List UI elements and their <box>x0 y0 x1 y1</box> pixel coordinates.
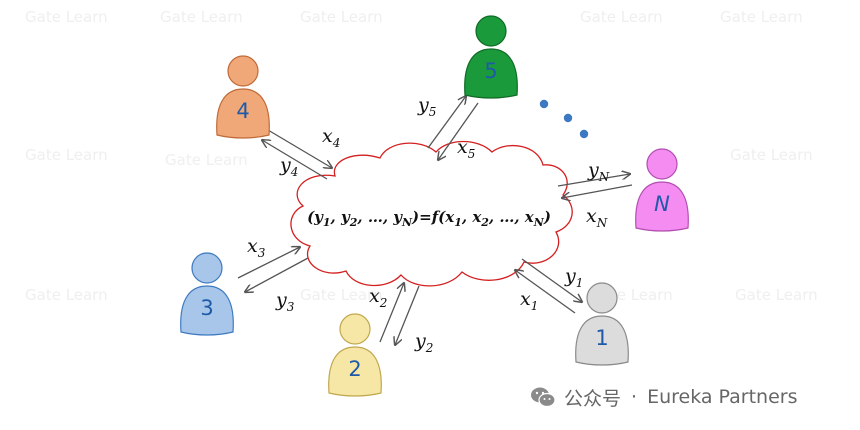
watermark-text: Gate Learn <box>300 286 383 304</box>
wechat-icon <box>531 387 556 408</box>
label-y5: y5 <box>417 94 436 119</box>
person-label: 5 <box>484 59 497 83</box>
formula-part: N <box>401 216 413 229</box>
footer-account: Eureka Partners <box>647 386 798 408</box>
person-label: N <box>654 192 670 216</box>
arrow-yN <box>557 174 630 187</box>
arrow-x3 <box>237 247 300 279</box>
watermark-text: Gate Learn <box>720 8 803 26</box>
person-2: 2 <box>328 313 382 397</box>
footer-channel: 公众号 <box>564 387 622 410</box>
cloud-formula: (y1, y2, …, yN)=f(x1, x2, …, xN) <box>307 208 551 229</box>
formula-part: (x <box>438 208 455 226</box>
participants-layer: 4 5N 3 2 1 <box>180 15 689 397</box>
person-head <box>586 282 618 314</box>
watermark-text: Gate Learn <box>160 8 243 26</box>
ellipsis-dot <box>579 129 589 139</box>
formula-part: (y <box>307 208 324 226</box>
label-x5: x5 <box>457 136 475 161</box>
arrow-y1 <box>521 258 582 302</box>
person-head <box>191 252 223 284</box>
label-xn: xN <box>586 205 608 230</box>
formula-part: , …, y <box>356 208 403 226</box>
arrow-xN <box>562 184 633 198</box>
formula-part: ) <box>543 208 551 226</box>
arrow-y3 <box>245 257 309 292</box>
watermark-text: Gate Learn <box>300 8 383 26</box>
formula-part: , x <box>461 208 482 226</box>
watermark-text: Gate Learn <box>25 8 108 26</box>
formula-part: 2 <box>349 216 358 229</box>
label-y1: y1 <box>564 265 583 290</box>
arrow-y4 <box>262 140 328 180</box>
watermark-text: Gate Learn <box>580 8 663 26</box>
arrows-layer <box>237 96 633 345</box>
person-body <box>180 285 234 336</box>
person-head <box>227 55 259 87</box>
person-head <box>646 148 678 180</box>
arrow-x2 <box>379 283 404 343</box>
arrow-y2 <box>395 285 420 345</box>
person-head <box>475 15 507 47</box>
arrow-x4 <box>267 129 332 168</box>
ellipsis-dot <box>539 99 549 109</box>
ellipsis-dot <box>563 113 573 123</box>
label-x1: x1 <box>520 288 538 313</box>
arrow-y5 <box>427 96 466 149</box>
formula-part: 1 <box>323 216 331 229</box>
label-x2: x2 <box>369 285 387 310</box>
person-body <box>635 181 689 232</box>
label-y4: y4 <box>279 154 298 179</box>
person-label: 1 <box>595 326 608 350</box>
formula-part: )= <box>411 208 432 226</box>
footer-credit: 公众号 · Eureka Partners <box>530 383 798 411</box>
formula-part: N <box>533 216 545 229</box>
footer-separator: · <box>631 386 638 408</box>
label-y3: y3 <box>275 289 295 314</box>
arrow-x5 <box>438 102 479 160</box>
person-label: 3 <box>200 296 213 320</box>
person-head <box>339 313 371 345</box>
watermark-text: Gate Learn <box>165 151 248 169</box>
person-body <box>216 88 270 139</box>
formula-part: , y <box>330 208 351 226</box>
labels-layer: x4 y4 y5 x5 yN xN x3 y3 x2 y2 y1 x1 <box>247 94 610 355</box>
person-body <box>575 315 629 366</box>
person-5: 5 <box>464 15 518 99</box>
formula-part: f <box>431 208 441 226</box>
person-body <box>328 346 382 397</box>
arrow-x1 <box>515 270 576 314</box>
watermark-text: Gate Learn <box>25 146 108 164</box>
label-yn: yN <box>587 159 610 184</box>
label-y2: y2 <box>414 330 433 355</box>
person-body <box>464 48 518 99</box>
person-3: 3 <box>180 252 234 336</box>
watermark-text: Gate Learn <box>730 146 813 164</box>
label-x3: x3 <box>247 235 266 260</box>
watermark-text: Gate Learn <box>735 286 818 304</box>
person-label: 2 <box>348 357 361 381</box>
person-n: N <box>635 148 689 232</box>
watermark-text: Gate Learn <box>25 286 108 304</box>
label-x4: x4 <box>322 125 340 150</box>
formula-part: 2 <box>480 216 489 229</box>
person-1: 1 <box>575 282 629 366</box>
formula-part: 1 <box>454 216 462 229</box>
formula-part: , …, x <box>488 208 535 226</box>
ellipsis-dots <box>539 99 589 139</box>
person-4: 4 <box>216 55 270 139</box>
person-label: 4 <box>236 99 249 123</box>
cloud-shape <box>290 140 573 287</box>
